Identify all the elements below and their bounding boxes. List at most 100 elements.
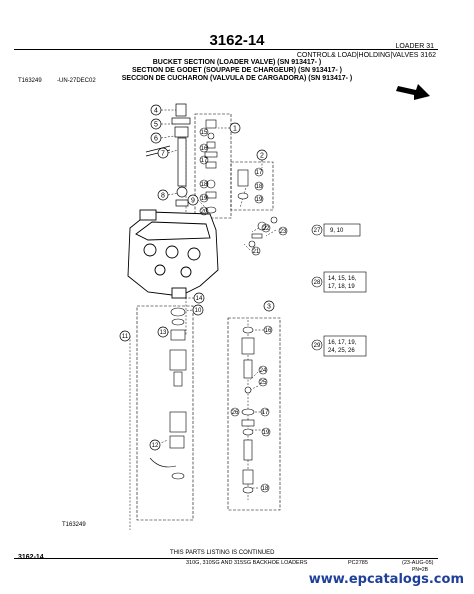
callout-15-a [199, 127, 209, 137]
page-number-top: 3162-14 [209, 32, 265, 49]
callout-12 [149, 439, 161, 451]
handle-assembly [145, 103, 191, 207]
callout-5-label: 5 [154, 122, 158, 129]
callout-19a-label: 19 [201, 196, 208, 202]
callout-11 [119, 330, 131, 342]
callout-18-c [260, 483, 270, 493]
callout-25 [258, 377, 268, 387]
footer-date: (23-AUG-05) [402, 560, 434, 566]
callout-22 [261, 223, 271, 233]
callout-13 [157, 326, 169, 338]
footer-page-number: 3162-14 [18, 554, 44, 561]
callout-17c-label: 17 [262, 410, 269, 416]
callout-19c-label: 19 [263, 430, 270, 436]
callout-18b-label: 18 [256, 184, 263, 190]
callout-18-a [199, 179, 209, 189]
callout-17-b [254, 167, 264, 177]
ref-box-28 [323, 271, 367, 293]
callout-19-c [261, 427, 271, 437]
parts-box-2 [230, 161, 274, 211]
callout-7 [157, 147, 169, 159]
ref-27-text: 9, 10 [330, 228, 344, 234]
header-rule [14, 49, 438, 50]
reference-texts: 9, 10 14, 15, 16, 17, 18, 19 16, 17, 19,… [328, 228, 357, 354]
callout-28-ref [311, 276, 323, 288]
box-1-parts [204, 119, 218, 214]
callout-3 [263, 300, 275, 312]
callout-8 [157, 189, 169, 201]
callout-17a-label: 17 [201, 158, 208, 164]
valve-body [127, 209, 219, 299]
callout-10-label: 10 [195, 308, 202, 314]
callout-23-label: 23 [280, 229, 287, 235]
reference-boxes [323, 223, 367, 357]
callout-28-label: 28 [314, 280, 321, 286]
callout-26a-label: 26 [232, 410, 239, 416]
ref-29-text-2: 24, 25, 26 [328, 348, 355, 354]
callout-17b-label: 17 [256, 170, 263, 176]
callout-1 [229, 122, 241, 134]
arrow-icon [396, 84, 430, 100]
callout-5 [150, 118, 162, 130]
callout-14-label: 14 [196, 296, 203, 302]
callout-18a-label: 18 [201, 182, 208, 188]
callout-16-a [199, 143, 209, 153]
side-parts [248, 216, 278, 248]
callout-26-a [230, 407, 240, 417]
callout-17-c [260, 407, 270, 417]
callout-19-a [199, 193, 209, 203]
box-3-parts [241, 326, 255, 494]
title-spanish: SECCION DE CUCHARON (VALVULA DE CARGADOR… [121, 75, 353, 82]
figure-id-bottom: T163249 [62, 522, 86, 528]
callout-12-label: 12 [152, 443, 159, 449]
callout-13-label: 13 [160, 330, 167, 336]
footer-rule [14, 558, 438, 559]
callout-29-label: 29 [314, 343, 321, 349]
callout-2 [256, 149, 268, 161]
callout-27-ref [311, 224, 323, 236]
callout-circles [119, 104, 275, 451]
callout-17-a [199, 155, 209, 165]
callout-16c-label: 16 [265, 328, 272, 334]
header-category: CONTROL& LOAD|HOLDING|VALVES 3162 [296, 52, 436, 59]
callout-8-label: 8 [161, 193, 165, 200]
callout-4-label: 4 [154, 108, 158, 115]
callout-22-label: 22 [263, 226, 270, 232]
callout-15a-label: 15 [201, 130, 208, 136]
ref-29-text-1: 16, 17, 19, [328, 340, 357, 346]
footer-code: PN=2B [412, 567, 428, 573]
callout-10 [192, 304, 204, 316]
callout-24 [258, 365, 268, 375]
title-french: SECTION DE GODET (SOUPAPE DE CHARGEUR) (… [132, 67, 342, 74]
callout-6-label: 6 [154, 136, 158, 143]
box-11-parts [149, 307, 187, 480]
callout-7-label: 7 [161, 151, 165, 158]
ref-28-text-2: 17, 18, 19 [328, 284, 355, 290]
ref-box-29 [323, 335, 367, 357]
ref-28-text-1: 14, 15, 16, [328, 276, 357, 282]
callout-21-label: 21 [253, 249, 260, 255]
leader-lines [129, 109, 277, 530]
callout-25-label: 25 [260, 380, 267, 386]
callout-27-label: 27 [314, 228, 321, 234]
callout-6 [150, 132, 162, 144]
callout-20-a [199, 206, 209, 216]
callout-2-label: 2 [260, 153, 264, 160]
callout-29-ref [311, 339, 323, 351]
callout-24-label: 24 [260, 368, 267, 374]
callout-19b-label: 19 [256, 197, 263, 203]
callout-11-label: 11 [122, 334, 129, 340]
callout-numbers: 4 5 6 7 8 1 2 9 10 11 3 12 13 14 15 16 1… [122, 108, 321, 493]
callout-3-label: 3 [267, 304, 271, 311]
callout-9 [187, 194, 199, 206]
callout-18c-label: 18 [262, 486, 269, 492]
parts-box-3 [227, 317, 281, 511]
figure-id: T163249 [18, 78, 42, 84]
callout-16a-label: 16 [201, 146, 208, 152]
callout-9-label: 9 [191, 198, 195, 205]
callout-4 [150, 104, 162, 116]
callout-21 [251, 246, 261, 256]
watermark-link[interactable]: www.epcatalogs.com [308, 572, 464, 587]
callout-14 [193, 292, 205, 304]
